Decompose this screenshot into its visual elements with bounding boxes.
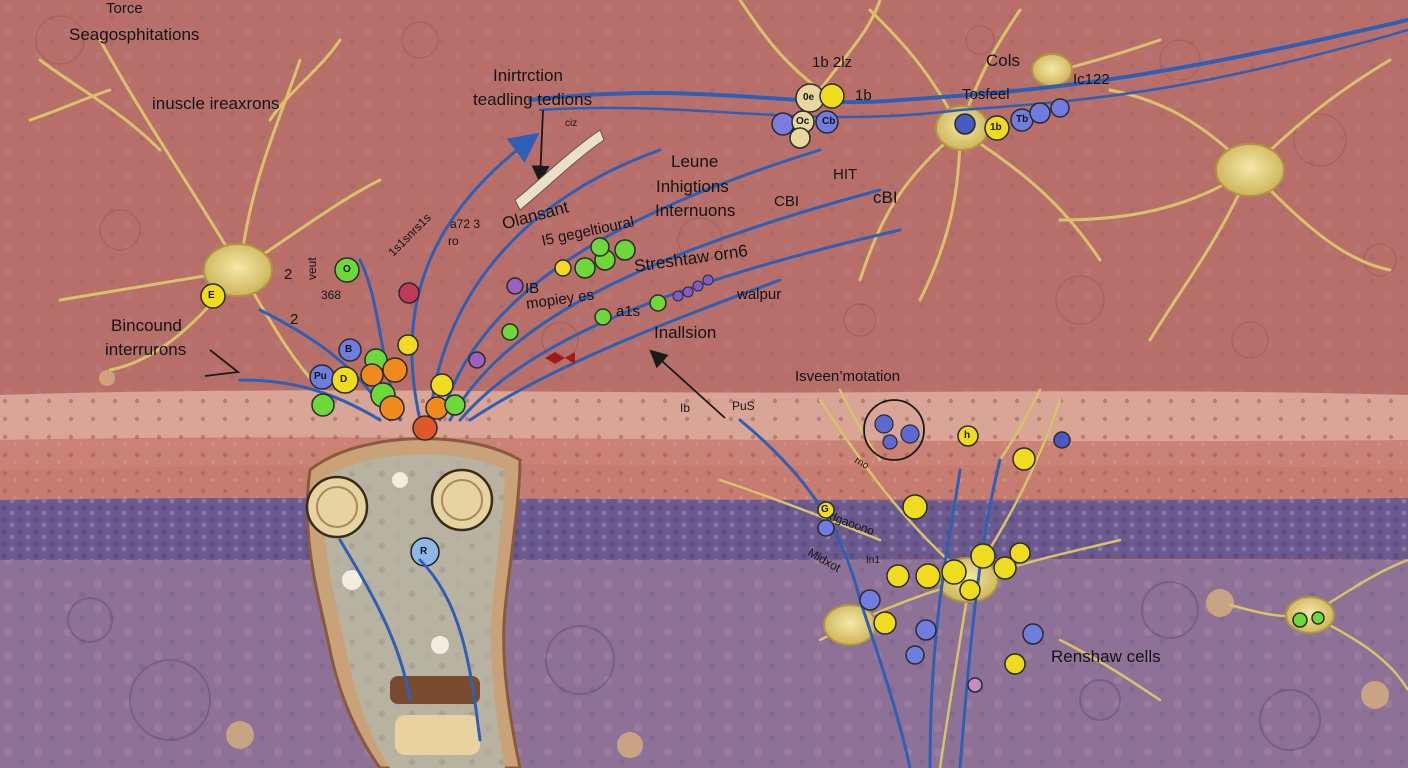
- label-tosfeel: Tosfeel: [962, 86, 1010, 103]
- label-pus: PuS: [732, 399, 755, 413]
- label-inallsion: Inallsion: [654, 323, 717, 342]
- label-inhigtions: Inhigtions: [656, 177, 729, 196]
- label-a1s: a1s: [616, 303, 641, 320]
- label-cols: Cols: [986, 51, 1021, 70]
- cell-letter-tb: Tb: [1016, 114, 1029, 125]
- label-1b-small: 1b: [855, 87, 872, 104]
- label-cbi-2: cBI: [873, 188, 898, 207]
- label-1b-2lz: 1b 2lz: [812, 54, 853, 71]
- label-walpur: walpur: [737, 286, 782, 303]
- cell-letter-cb: Cb: [822, 116, 836, 127]
- label-interrnuons: Internuons: [655, 201, 736, 220]
- label-ro: ro: [448, 234, 459, 248]
- label-renshaw-cells: Renshaw cells: [1051, 647, 1161, 666]
- label-ic122: Ic122: [1073, 71, 1110, 88]
- label-inirtrction: Inirtrction: [493, 66, 563, 85]
- label-num-2b: 2: [290, 311, 299, 328]
- label-teadling-tedions: teadling tedions: [473, 90, 593, 109]
- label-seagosphitations: Seagosphitations: [69, 25, 200, 44]
- cell-letter-1b: 1b: [990, 122, 1002, 133]
- label-a72: a72 3: [450, 217, 481, 231]
- cell-letter-h: h: [964, 430, 971, 441]
- cell-letter-g: G: [821, 504, 829, 515]
- cell-letter-oc: Oc: [796, 116, 810, 127]
- label-cbi-1: CBI: [774, 193, 800, 210]
- label-hit: HIT: [833, 166, 858, 183]
- label-interrurons: interrurons: [105, 340, 187, 359]
- label-inuscle-ireaxrons: inuscle ireaxrons: [152, 94, 280, 113]
- label-isveen-motation: Isveen’motation: [795, 368, 901, 385]
- label-368: 368: [321, 288, 342, 302]
- label-torce: Torce: [106, 0, 143, 17]
- label-ciz: ciz: [565, 118, 578, 129]
- cell-letter-0e: 0e: [803, 92, 815, 103]
- label-leune: Leune: [671, 152, 719, 171]
- cell-letter-b: B: [345, 344, 353, 355]
- label-ib: IB: [525, 280, 540, 297]
- cell-letter-pu: Pu: [314, 371, 327, 382]
- cell-letter-d: D: [340, 374, 348, 385]
- label-bincound: Bincound: [111, 316, 182, 335]
- cell-letter-o: O: [343, 264, 351, 275]
- label-in1: In1: [866, 555, 880, 566]
- cell-letter-r: R: [420, 546, 428, 557]
- label-veut: veut: [305, 257, 319, 280]
- cell-letter-e: E: [208, 290, 215, 301]
- label-ib-mid: Ib: [680, 401, 691, 415]
- label-num-2a: 2: [284, 266, 293, 283]
